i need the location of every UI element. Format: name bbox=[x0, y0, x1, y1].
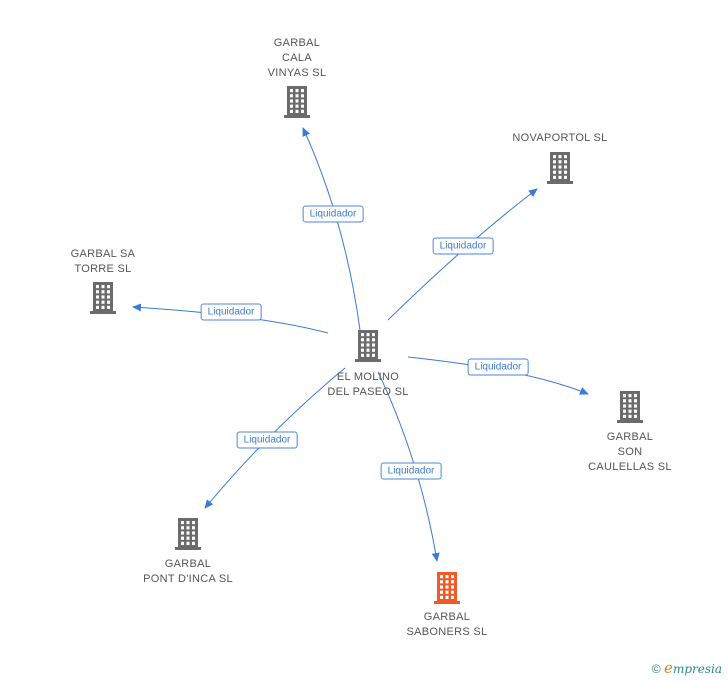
company-node-label[interactable]: GARBAL SA TORRE SL bbox=[70, 248, 136, 275]
relation-edge bbox=[302, 127, 361, 331]
brand-logo: © empresia bbox=[651, 659, 722, 677]
relation-label: Liquidador bbox=[200, 303, 262, 321]
building-icon[interactable] bbox=[434, 572, 460, 604]
relation-label: Liquidador bbox=[380, 462, 442, 480]
relation-label: Liquidador bbox=[236, 431, 298, 449]
relation-edge bbox=[387, 188, 538, 321]
building-icon[interactable] bbox=[617, 391, 643, 423]
center-company-label[interactable]: EL MOLINO DEL PASEO SL bbox=[327, 371, 409, 398]
company-node-label[interactable]: NOVAPORTOL SL bbox=[512, 132, 608, 144]
company-node-label[interactable]: GARBAL SON CAULELLAS SL bbox=[588, 431, 672, 473]
company-node-label[interactable]: GARBAL SABONERS SL bbox=[406, 611, 488, 638]
building-icon[interactable] bbox=[284, 86, 310, 118]
company-node-label[interactable]: GARBAL CALA VINYAS SL bbox=[267, 37, 327, 79]
relation-label: Liquidador bbox=[467, 358, 529, 376]
relation-label: Liquidador bbox=[302, 205, 364, 223]
building-icon[interactable] bbox=[547, 152, 573, 184]
relation-label: Liquidador bbox=[432, 237, 494, 255]
building-icon[interactable] bbox=[90, 282, 116, 314]
company-node-label[interactable]: GARBAL PONT D'INCA SL bbox=[143, 558, 233, 585]
building-icon[interactable] bbox=[175, 518, 201, 550]
building-icon[interactable] bbox=[355, 330, 381, 362]
